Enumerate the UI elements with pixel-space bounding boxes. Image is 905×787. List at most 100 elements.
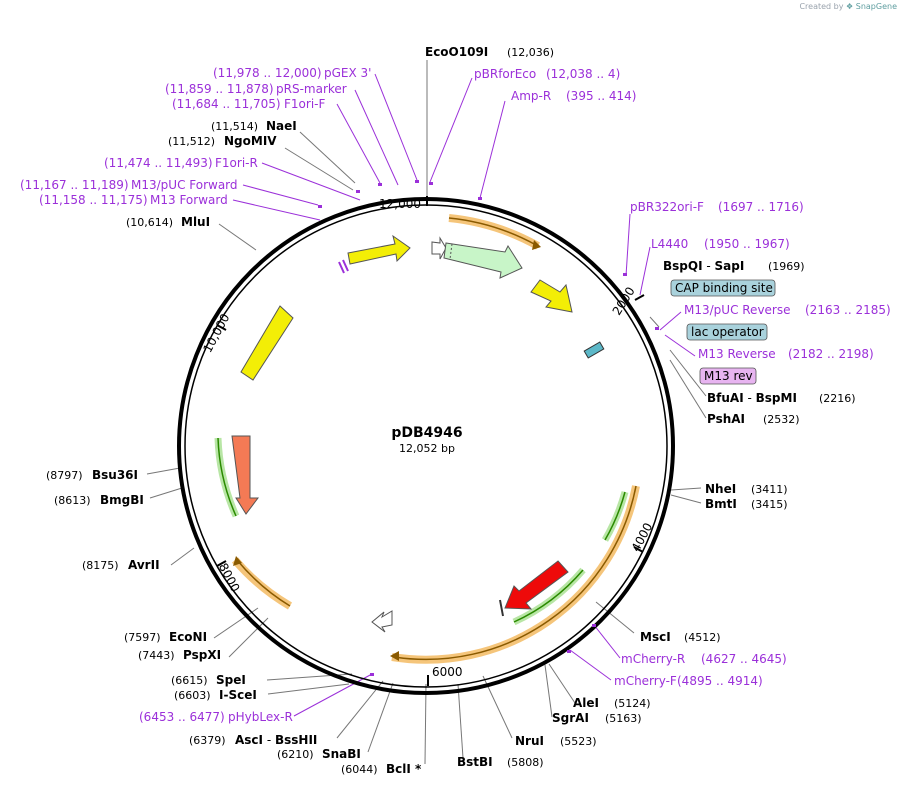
site-separator: -: [703, 259, 715, 273]
primer-prs-marker-pos: (11,859 .. 11,878): [165, 82, 274, 96]
m13-rev-label: M13 rev: [704, 369, 753, 383]
primer-pbrforeco-pos: (12,038 .. 4): [546, 67, 620, 81]
site-alei[interactable]: AleI: [573, 696, 599, 710]
site-bfuai-pos: (2216): [819, 392, 856, 405]
primer-f1ori-r[interactable]: F1ori-R: [215, 156, 258, 170]
m13-rev-box[interactable]: [699, 367, 757, 385]
ura4-green-arc-line: [217, 437, 237, 517]
green-arc-1-line: [604, 491, 626, 541]
site-msci[interactable]: MscI: [640, 630, 671, 644]
site-ecoo109i[interactable]: EcoO109I: [425, 45, 488, 59]
feature-arc-top-arrow: [532, 240, 541, 250]
ars1-arrow: [240, 305, 294, 381]
plasmid-size: 12,052 bp: [399, 442, 455, 455]
primers: (11,978 .. 12,000) pGEX 3' (11,859 .. 11…: [20, 66, 891, 724]
ampr-arrow: [443, 242, 523, 279]
primer-marks: [318, 180, 659, 676]
site-spei[interactable]: SpeI: [216, 673, 246, 687]
primer-m13-fwd[interactable]: M13 Forward: [150, 193, 228, 207]
site-nhei[interactable]: NheI: [705, 482, 736, 496]
primer-m13puc-rev-pos: (2163 .. 2185): [805, 303, 891, 317]
site-snabi[interactable]: SnaBI: [322, 747, 361, 761]
site-nhei-pos: (3411): [751, 483, 788, 496]
primer-amp-r[interactable]: Amp-R: [511, 89, 551, 103]
feature-arc-mcherry: [391, 485, 640, 664]
site-bstbi-pos: (5808): [507, 756, 544, 769]
primer-m13puc-rev[interactable]: M13/pUC Reverse: [684, 303, 791, 317]
tick-6000: 6000: [432, 665, 463, 679]
f1-ori-arrow: [347, 234, 411, 265]
site-bmti-pos: (3415): [751, 498, 788, 511]
site-bsu36i[interactable]: Bsu36I: [92, 468, 138, 482]
site-nrui[interactable]: NruI: [515, 734, 544, 748]
primer-mcherry-r-pos: (4627 .. 4645): [701, 652, 787, 666]
primer-m13-rev-pos: (2182 .. 2198): [788, 347, 874, 361]
mcherry-arrow: [504, 560, 569, 610]
site-nrui-pos: (5523): [560, 735, 597, 748]
site-bfuai[interactable]: BfuAI - BspMI: [707, 391, 797, 405]
site-econi[interactable]: EcoNI: [169, 630, 207, 644]
primer-m13puc-fwd[interactable]: M13/pUC Forward: [131, 178, 238, 192]
feature-arc-left-arrow: [233, 556, 242, 566]
primer-l4440-pos: (1950 .. 1967): [704, 237, 790, 251]
site-bmti[interactable]: BmtI: [705, 497, 737, 511]
primer-f1ori-f[interactable]: F1ori-F: [284, 97, 325, 111]
primer-pbr322ori-f-pos: (1697 .. 1716): [718, 200, 804, 214]
primer-pgex3[interactable]: pGEX 3': [324, 66, 371, 80]
lac-operator-box[interactable]: [686, 323, 768, 341]
site-iscei[interactable]: I-SceI: [219, 688, 257, 702]
primer-pgex3-pos: (11,978 .. 12,000): [213, 66, 322, 80]
site-bspqi-name: BspQI: [663, 259, 703, 273]
site-asci[interactable]: AscI - BssHII: [235, 733, 317, 747]
site-bmgbi[interactable]: BmgBI: [100, 493, 144, 507]
site-separator: -: [744, 391, 756, 405]
primer-l4440[interactable]: L4440: [651, 237, 688, 251]
primer-m13-rev[interactable]: M13 Reverse: [698, 347, 776, 361]
ampr-promoter-arrow: [431, 236, 447, 260]
site-naei[interactable]: NaeI: [266, 119, 297, 133]
primer-pbrforeco[interactable]: pBRforEco: [474, 67, 536, 81]
site-pshai[interactable]: PshAI: [707, 412, 745, 426]
factor-xa-mark: [499, 599, 504, 617]
tick-marks: [216, 196, 645, 686]
primer-m13-fwd-pos: (11,158 .. 11,175): [39, 193, 148, 207]
site-bspqi[interactable]: BspQI - SapI: [663, 259, 744, 273]
site-asci-pos: (6379): [189, 734, 226, 747]
site-bmgbi-pos: (8613): [54, 494, 91, 507]
m13fwd-mark-2: [342, 259, 349, 272]
site-bcli[interactable]: BclI *: [386, 762, 422, 776]
primer-pbr322ori-f[interactable]: pBR322ori-F: [630, 200, 704, 214]
primer-prs-marker[interactable]: pRS-marker: [276, 82, 347, 96]
restriction-sites: EcoO109I (12,036) (11,514) NaeI (11,512)…: [46, 45, 856, 776]
site-snabi-pos: (6210): [277, 748, 314, 761]
site-avrii-pos: (8175): [82, 559, 119, 572]
site-sapi-name: SapI: [715, 259, 745, 273]
feature-arc-top: [448, 214, 540, 250]
site-mlui[interactable]: MluI: [181, 215, 210, 229]
site-iscei-pos: (6603): [174, 689, 211, 702]
site-ngomiv[interactable]: NgoMIV: [224, 134, 277, 148]
site-bfuai-name: BfuAI: [707, 391, 744, 405]
ampr-dotted: [449, 243, 453, 260]
site-alei-pos: (5124): [614, 697, 651, 710]
site-bstbi[interactable]: BstBI: [457, 755, 493, 769]
cap-binding-site-box[interactable]: [670, 279, 776, 297]
primer-f1ori-r-pos: (11,474 .. 11,493): [104, 156, 213, 170]
credit-brand: SnapGene: [855, 2, 897, 11]
site-bsu36i-pos: (8797): [46, 469, 83, 482]
site-pspxi[interactable]: PspXI: [183, 648, 221, 662]
primer-mcherry-f[interactable]: mCherry-F: [614, 674, 677, 688]
ura4-arrow: [231, 435, 259, 515]
feature-arc-top-line: [448, 217, 537, 246]
site-avrii[interactable]: AvrII: [128, 558, 160, 572]
site-ecoo109i-pos: (12,036): [507, 46, 554, 59]
site-naei-pos: (11,514): [211, 120, 258, 133]
m13fwd-mark-1: [338, 261, 345, 274]
site-econi-pos: (7597): [124, 631, 161, 644]
primer-mcherry-r[interactable]: mCherry-R: [621, 652, 685, 666]
cap-binding-site-label: CAP binding site: [675, 281, 773, 295]
primer-phyblex-r[interactable]: pHybLex-R: [228, 710, 293, 724]
site-sgrai[interactable]: SgrAI: [552, 711, 589, 725]
boxed-labels: CAP binding site lac operator M13 rev: [670, 279, 776, 385]
